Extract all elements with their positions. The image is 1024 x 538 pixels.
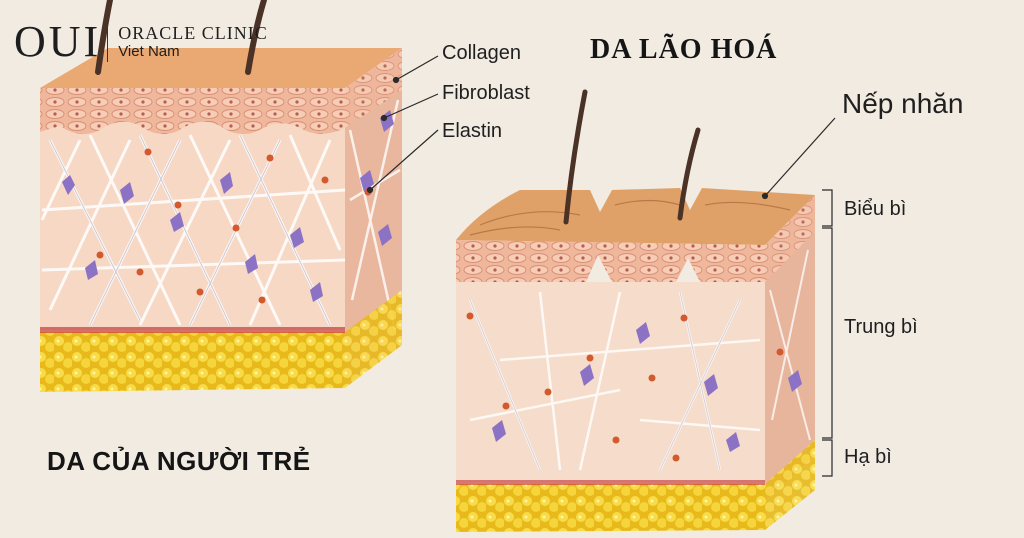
elastin-label: Elastin [442,120,503,142]
aged-elastin-dots [466,312,784,462]
young-hair-2 [245,0,267,75]
aged-dermis [456,282,765,482]
brand-logo: OUI ORACLE CLINIC Viet Nam [14,20,268,64]
logo-divider [107,22,109,62]
aged-fibroblasts [492,322,802,452]
wrinkle-label: Nếp nhăn [842,88,964,119]
young-fat-layer [40,332,345,392]
young-epidermis [40,88,345,135]
brand-name: ORACLE CLINIC [118,22,268,43]
logo-mark: OUI [14,17,102,66]
aged-skin-title: DA LÃO HOÁ [590,34,778,65]
leader-lines [366,55,836,200]
epidermis-label: Biểu bì [844,198,907,220]
young-hair-1 [95,0,113,75]
aged-hair-1 [563,89,588,225]
dermis-label: Trung bì [844,316,918,338]
hypodermis-label: Hạ bì [844,446,892,468]
aged-top-face [456,188,815,245]
aged-fat-layer [456,484,765,532]
collagen-label: Collagen [442,42,521,64]
young-top-face [40,48,402,88]
brand-location: Viet Nam [118,42,180,60]
young-skin-title: DA CỦA NGƯỜI TRẺ [47,446,311,476]
aged-skin-block [456,89,815,532]
aged-hair-2 [677,127,701,221]
young-elastin-dots [96,148,372,304]
fibroblast-label: Fibroblast [442,82,530,104]
aged-epidermis [456,240,765,282]
logo-text: ORACLE CLINIC Viet Nam [118,22,268,60]
layer-brackets [822,189,833,477]
young-skin-block [40,0,402,392]
